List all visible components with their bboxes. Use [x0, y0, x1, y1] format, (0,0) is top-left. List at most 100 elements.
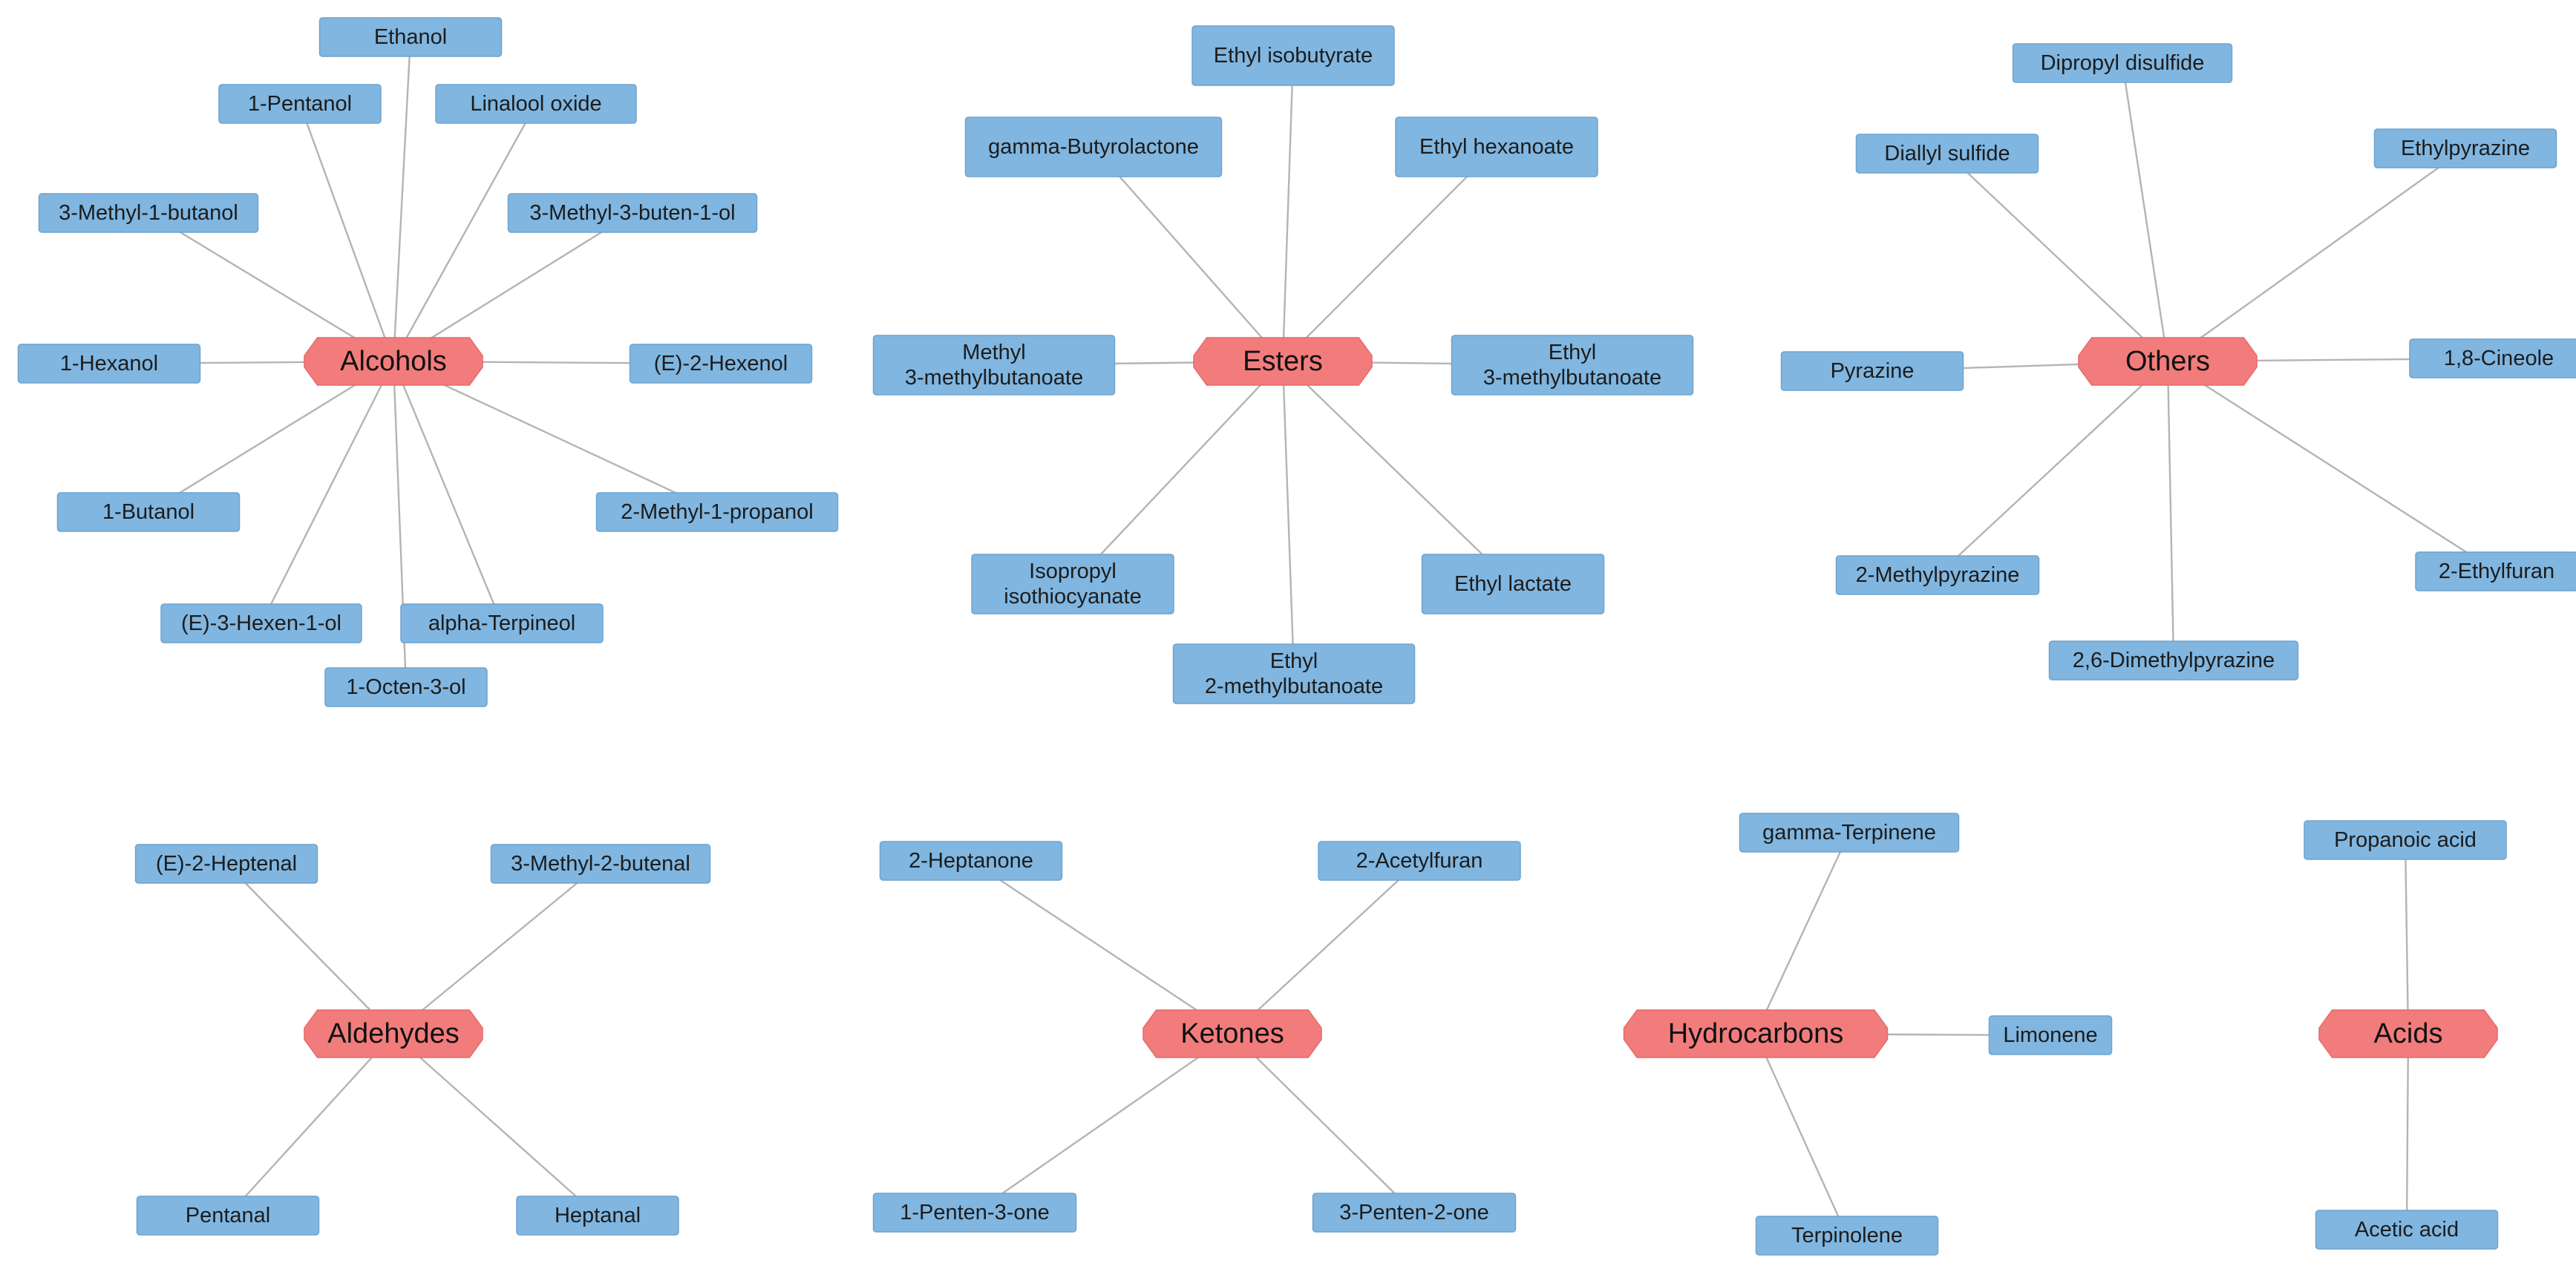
edge-ketones-1-penten-3-one [974, 1033, 1233, 1213]
leaf-node-propanoic-acid[interactable]: Propanoic acid [2304, 820, 2507, 860]
leaf-box [1395, 117, 1598, 177]
leaf-label: 2-Ethylfuran [2439, 560, 2554, 583]
leaf-node-ethylpyrazine[interactable]: Ethylpyrazine [2373, 128, 2557, 168]
leaf-box [2373, 128, 2557, 168]
leaf-node-2-methylpyrazine[interactable]: 2-Methylpyrazine [1835, 555, 2040, 595]
leaf-node-3-methyl-2-butenal[interactable]: 3-Methyl-2-butenal [490, 844, 711, 884]
leaf-label: Linalool oxide [470, 92, 601, 116]
leaf-node-limonene[interactable]: Limonene [1988, 1015, 2113, 1055]
leaf-box [1855, 134, 2039, 174]
hub-label: Aldehydes [327, 1018, 459, 1049]
leaf-label: 3-Methyl-1-butanol [59, 201, 238, 225]
leaf-label: Ethylpyrazine [2401, 137, 2530, 160]
hub-octagon [1193, 337, 1373, 386]
hub-node-acids[interactable]: Acids [2318, 1009, 2498, 1058]
leaf-node-e-3-hexen-1-ol[interactable]: (E)-3-Hexen-1-ol [160, 603, 362, 643]
leaf-node-pentanal[interactable]: Pentanal [136, 1196, 320, 1236]
leaf-box [318, 17, 503, 57]
leaf-node-acetic-acid[interactable]: Acetic acid [2315, 1210, 2499, 1250]
leaf-label: 2-Methylpyrazine [1856, 563, 2020, 587]
leaf-box [879, 841, 1063, 881]
leaf-node-terpinolene[interactable]: Terpinolene [1755, 1216, 1939, 1256]
edge-alcohols-linalool-oxide [392, 103, 537, 362]
hub-node-others[interactable]: Others [2078, 337, 2258, 386]
leaf-node-1-hexanol[interactable]: 1-Hexanol [17, 344, 201, 384]
leaf-label: 3-Penten-2-one [1339, 1201, 1489, 1224]
leaf-box [872, 335, 1116, 396]
leaf-box [17, 344, 201, 384]
node-layer: Ethanol 1-Pentanol Linalool oxide 3-Methyl-… [17, 17, 2576, 1256]
leaf-node-2-acetylfuran[interactable]: 2-Acetylfuran [1318, 841, 1521, 881]
hub-node-ketones[interactable]: Ketones [1142, 1009, 1322, 1058]
edge-esters-isopropyl-isothiocyanate [1072, 361, 1284, 585]
leaf-node-diallyl-sulfide[interactable]: Diallyl sulfide [1855, 134, 2039, 174]
leaf-node-1-penten-3-one[interactable]: 1-Penten-3-one [872, 1193, 1077, 1233]
leaf-node-gamma-terpinene[interactable]: gamma-Terpinene [1739, 813, 1960, 853]
leaf-box [134, 844, 318, 884]
leaf-node-ethyl-hexanoate[interactable]: Ethyl hexanoate [1395, 117, 1598, 177]
leaf-node-1-pentanol[interactable]: 1-Pentanol [218, 84, 382, 124]
edge-ketones-3-penten-2-one [1232, 1033, 1415, 1213]
leaf-node-3-methyl-1-butanol[interactable]: 3-Methyl-1-butanol [38, 193, 259, 233]
edge-others-diallyl-sulfide [1946, 153, 2168, 362]
leaf-box [516, 1196, 679, 1236]
leaf-label: Ethanol [374, 25, 447, 49]
leaf-node-ethyl-lactate[interactable]: Ethyl lactate [1421, 554, 1605, 614]
edge-esters-ethyl-lactate [1282, 361, 1514, 585]
leaf-label: 1-Hexanol [60, 352, 158, 376]
edge-alcohols-3-methyl-1-butanol [148, 212, 394, 363]
leaf-node-gamma-butyrolactone[interactable]: gamma-Butyrolactone [964, 117, 1223, 177]
leaf-node-2-ethylfuran[interactable]: 2-Ethylfuran [2415, 551, 2576, 591]
leaf-label: Propanoic acid [2334, 828, 2477, 852]
leaf-label: gamma-Terpinene [1762, 821, 1936, 845]
edge-aldehydes-3-methyl-2-butenal [393, 863, 601, 1034]
leaf-node-alpha-terpineol[interactable]: alpha-Terpineol [400, 603, 604, 643]
leaf-node-e-2-heptenal[interactable]: (E)-2-Heptenal [134, 844, 318, 884]
leaf-node-heptanal[interactable]: Heptanal [516, 1196, 679, 1236]
leaf-box [1739, 813, 1960, 853]
edge-aldehydes-e-2-heptenal [226, 863, 394, 1034]
edge-others-dipropyl-disulfide [2121, 62, 2169, 362]
leaf-node-pyrazine[interactable]: Pyrazine [1780, 351, 1964, 391]
hub-node-alcohols[interactable]: Alcohols [304, 337, 483, 386]
leaf-node-1-butanol[interactable]: 1-Butanol [56, 492, 241, 532]
hub-node-hydrocarbons[interactable]: Hydrocarbons [1623, 1009, 1889, 1058]
leaf-node-linalool-oxide[interactable]: Linalool oxide [435, 84, 637, 124]
leaf-box [595, 492, 839, 532]
leaf-box [490, 844, 711, 884]
leaf-box [1755, 1216, 1939, 1256]
leaf-node-3-penten-2-one[interactable]: 3-Penten-2-one [1312, 1193, 1517, 1233]
leaf-box [324, 667, 488, 707]
leaf-node-ethanol[interactable]: Ethanol [318, 17, 503, 57]
edge-alcohols-e-3-hexen-1-ol [260, 361, 395, 624]
hub-label: Hydrocarbons [1668, 1018, 1844, 1049]
leaf-node-2-methyl-1-propanol[interactable]: 2-Methyl-1-propanol [595, 492, 839, 532]
hub-octagon [1142, 1009, 1322, 1058]
leaf-node-1-8-cineole[interactable]: 1,8-Cineole [2409, 338, 2576, 378]
leaf-node-ethyl-isobutyrate[interactable]: Ethyl isobutyrate [1191, 25, 1395, 86]
leaf-node-2-heptanone[interactable]: 2-Heptanone [879, 841, 1063, 881]
leaf-node-3-methyl-3-buten-1-ol[interactable]: 3-Methyl-3-buten-1-ol [507, 193, 758, 233]
leaf-node-e-2-hexenol[interactable]: (E)-2-Hexenol [629, 344, 813, 384]
leaf-node-dipropyl-disulfide[interactable]: Dipropyl disulfide [2012, 43, 2233, 83]
leaf-label: 2-Heptanone [909, 849, 1033, 873]
leaf-box [2315, 1210, 2499, 1250]
hub-node-aldehydes[interactable]: Aldehydes [304, 1009, 483, 1058]
leaf-label: 2-Acetylfuran [1356, 849, 1483, 873]
hub-label: Ketones [1180, 1018, 1284, 1049]
leaf-node-1-octen-3-ol[interactable]: 1-Octen-3-ol [324, 667, 488, 707]
edge-alcohols-alpha-terpineol [392, 361, 503, 624]
edge-acids-acetic-acid [2405, 1033, 2410, 1230]
hub-label: Acids [2374, 1018, 2443, 1049]
hub-octagon [2318, 1009, 2498, 1058]
hub-node-esters[interactable]: Esters [1193, 337, 1373, 386]
edge-aldehydes-heptanal [393, 1033, 598, 1216]
leaf-box [1318, 841, 1521, 881]
leaf-node-2-6-dimethylpyrazine[interactable]: 2,6-Dimethylpyrazine [2048, 640, 2299, 681]
